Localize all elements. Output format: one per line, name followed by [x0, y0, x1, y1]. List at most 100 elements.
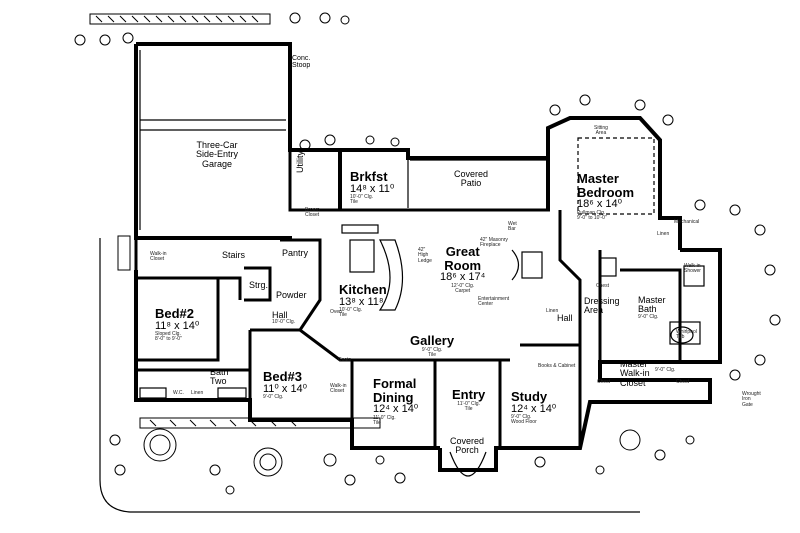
master-walkin-line-2: Walk-in — [620, 368, 650, 379]
walkin-shower-line-2: Shower — [684, 268, 701, 275]
label-walkin-shower: Walk-in Shower — [684, 263, 701, 275]
covered-patio-line-1: Covered — [454, 169, 489, 179]
entry-name: Entry — [452, 387, 486, 402]
label-master-walkin-note: 9'-0" Clg. — [655, 367, 676, 373]
covered-porch-line-1: Covered — [450, 436, 485, 446]
label-conc-stoop: Conc. Stoop — [292, 55, 310, 70]
label-chest-2: Chest — [597, 379, 611, 385]
label-master-walkin-closet: Master Walk-in Closet — [620, 359, 650, 388]
label-linen-mid: Linen — [546, 308, 559, 314]
label-bath-two: Bath Two — [210, 367, 229, 387]
label-great-room: Great Room 18⁶ x 17⁴ 12'-0" Clg. Carpet — [440, 245, 485, 294]
wet-bar-line-1: Wet — [508, 221, 517, 227]
great-room-note-2: Carpet — [455, 288, 471, 295]
master-walkin-line-1: Master — [620, 359, 648, 369]
dressing-line-1: Dressing — [584, 296, 620, 306]
master-bedroom-name-2: Bedroom — [577, 184, 635, 200]
label-gallery: Gallery 9'-0" Clg. Tile — [410, 334, 454, 358]
bath-two-line-1: Bath — [210, 367, 229, 377]
master-bedroom-name-1: Master — [577, 171, 619, 186]
interior-walls — [134, 150, 682, 448]
walkin-closet-left-line-1: Walk-in — [150, 251, 167, 257]
masonry-fireplace-line-2: Fireplace — [480, 242, 501, 249]
study-note-1: 9'-0" Clg. — [511, 414, 532, 421]
sitting-area-line-1: Sitting — [594, 125, 608, 131]
driveway-edge — [99, 238, 640, 513]
entertainment-center-line-1: Entertainment — [478, 296, 510, 302]
label-covered-patio: Covered Patio — [454, 169, 489, 189]
high-ledge-line-3: Ledge — [418, 257, 432, 264]
wrought-iron-gate-line-3: Gate — [742, 401, 753, 408]
label-chest-1: Chest — [596, 283, 610, 289]
master-walkin-line-3: Closet — [620, 377, 646, 388]
label-whirlpool-tub: Whirlpool Tub — [676, 329, 697, 341]
bed3-note: 9'-0" Clg. — [263, 394, 284, 401]
bed2-note-2: 8'-0" to 9'-0" — [155, 336, 182, 343]
plan-details — [139, 50, 705, 477]
label-covered-porch: Covered Porch — [450, 436, 485, 456]
label-bed3: Bed#3 11⁰ x 14⁰ 9'-0" Clg. — [263, 370, 307, 400]
wrought-iron-gate-line-1: Wrought — [742, 391, 761, 397]
brkfst-note-2: Tile — [350, 199, 358, 206]
label-wet-bar: Wet Bar — [508, 221, 517, 233]
great-room-name-2: Room — [444, 257, 482, 273]
great-room-dim: 18⁶ x 17⁴ — [440, 271, 486, 284]
label-formal-dining: Formal Dining 12⁴ x 14⁰ 11'-0" Clg. Tile — [373, 377, 418, 426]
high-ledge-line-2: High — [418, 252, 429, 259]
label-books-cabinet: Books & Cabinet — [538, 363, 576, 369]
master-bedroom-note-2: 9'-0" to 10'-0" — [577, 215, 607, 222]
label-masonry-fireplace: 42" Masonry Fireplace — [480, 237, 508, 249]
entertainment-center-line-2: Center — [478, 301, 494, 308]
master-bedroom-note-1: Pullman Clg. — [577, 209, 606, 216]
broom-closet-line-1: Broom — [305, 207, 320, 213]
conc-stoop-line-1: Conc. — [292, 55, 311, 62]
kitchen-note-2: Tile — [339, 312, 347, 319]
label-stairs: Stairs — [222, 250, 246, 260]
garden-shrubs — [74, 12, 781, 495]
hall-left-note: 10'-0" Clg. — [272, 319, 296, 326]
label-hall-left: Hall 10'-0" Clg. — [272, 310, 296, 326]
label-high-ledge: 42" High Ledge — [418, 247, 432, 264]
label-master-bath: Master Bath 9'-0" Clg. — [638, 295, 666, 320]
label-master-bedroom: Master Bedroom 18⁶ x 14⁰ Pullman Clg. 9'… — [577, 172, 634, 221]
gallery-note-2: Tile — [428, 351, 436, 358]
covered-porch-line-2: Porch — [455, 445, 479, 456]
gallery-note-1: 9'-0" Clg. — [421, 346, 443, 353]
conc-stoop-line-2: Stoop — [292, 62, 311, 70]
wet-bar-line-2: Bar — [508, 226, 516, 233]
label-coats: Coats — [338, 357, 352, 363]
label-entertainment-center: Entertainment Center — [478, 296, 510, 308]
label-broom-closet: Broom Closet — [305, 207, 320, 219]
whirlpool-tub-line-1: Whirlpool — [676, 329, 697, 335]
brkfst-note-1: 10'-0" Clg. — [350, 194, 374, 201]
walkin-closet-bed3-line-1: Walk-in — [330, 383, 347, 389]
master-bath-name-1: Master — [638, 295, 666, 305]
label-dressing-area: Dressing Area — [584, 296, 620, 316]
bath-two-line-2: Two — [210, 376, 227, 387]
walkin-shower-line-1: Walk-in — [684, 263, 701, 269]
formal-dining-dim: 12⁴ x 14⁰ — [373, 403, 419, 416]
label-study: Study 12⁴ x 14⁰ 9'-0" Clg. Wood Floor — [511, 390, 556, 426]
label-pantry: Pantry — [282, 248, 309, 258]
garage-line-2: Side-Entry — [196, 149, 239, 160]
label-kitchen: Kitchen 13⁸ x 11⁸ 10'-0" Clg. Tile — [339, 283, 387, 319]
garage-line-3: Garage — [202, 158, 233, 169]
bed2-dim: 11⁸ x 14⁰ — [155, 319, 200, 332]
great-room-note-1: 12'-0" Clg. — [451, 282, 475, 289]
dressing-line-2: Area — [584, 305, 604, 316]
landscape-hedges — [89, 13, 381, 429]
exterior-walls — [134, 42, 722, 472]
label-chest-3: Chest — [676, 379, 690, 385]
bed3-name: Bed#3 — [263, 369, 303, 384]
bed3-dim: 11⁰ x 14⁰ — [263, 382, 308, 395]
label-oven: Oven — [330, 309, 342, 315]
label-utility: Utility — [295, 151, 305, 173]
label-hall-right: Hall — [557, 313, 573, 323]
label-mechanical: Mechanical — [674, 219, 700, 225]
covered-patio-line-2: Patio — [460, 178, 482, 189]
entry-note-1: 11'-0" Clg. — [457, 400, 480, 407]
hall-left-name: Hall — [272, 310, 288, 320]
formal-dining-name-2: Dining — [373, 389, 414, 405]
study-name: Study — [511, 389, 548, 404]
